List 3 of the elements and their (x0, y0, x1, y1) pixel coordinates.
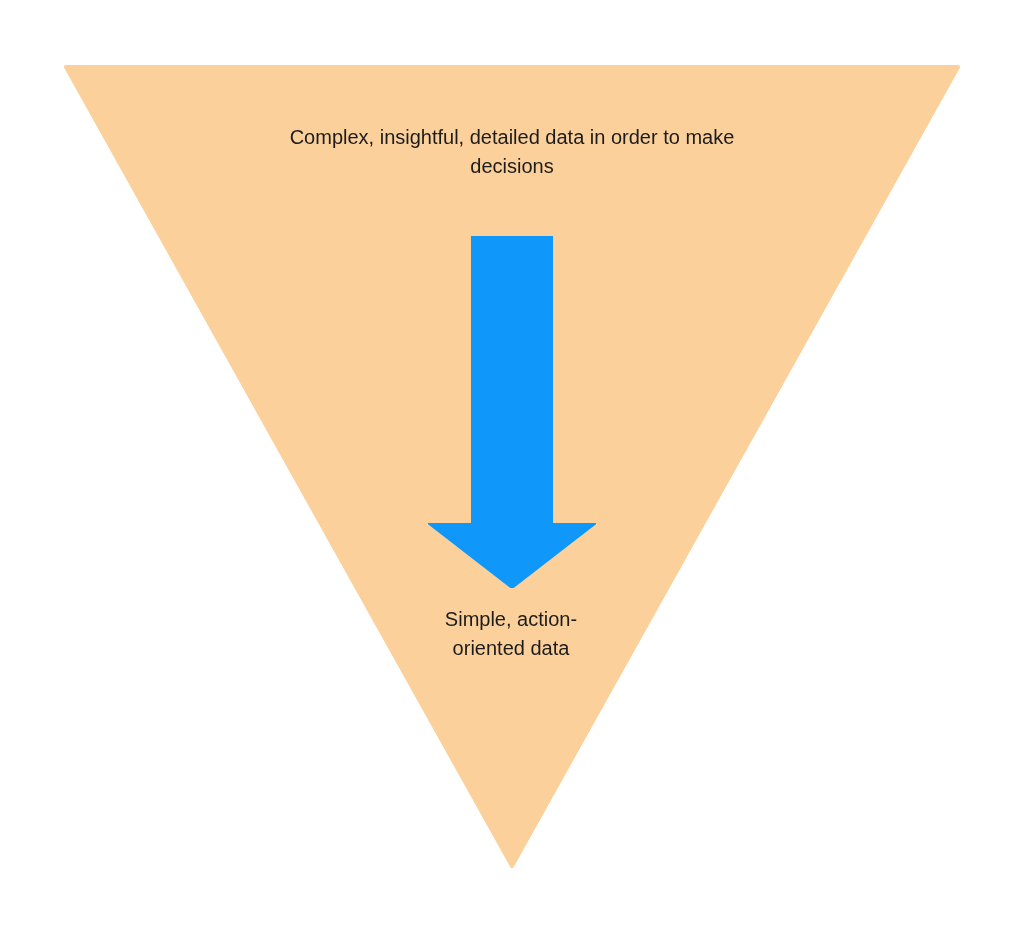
text-label: Simple, action-oriented data (431, 605, 591, 663)
text-label: Complex, insightful, detailed data in order to make decisions (270, 123, 754, 181)
block-arrow (427, 236, 597, 589)
